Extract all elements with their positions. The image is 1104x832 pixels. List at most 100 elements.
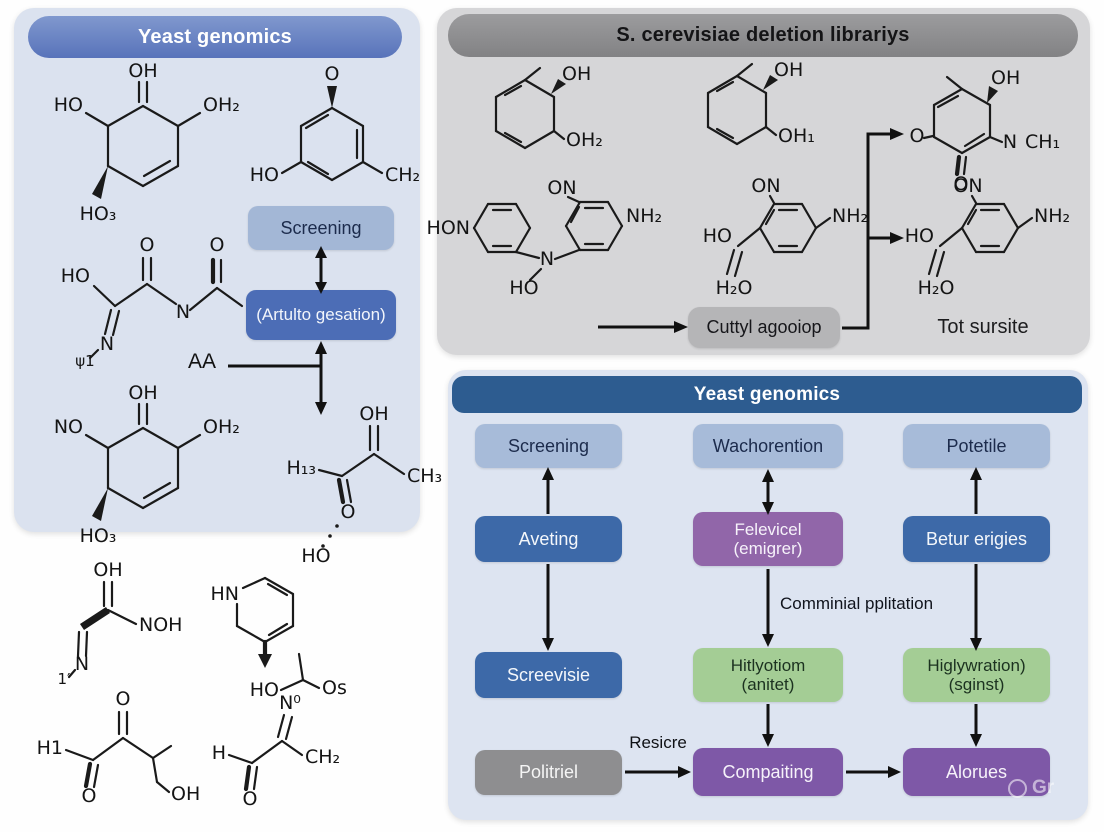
chem-label: OH₂ [566, 129, 603, 151]
chem-label: OH₁ [778, 125, 815, 147]
chem-label: O [954, 173, 969, 195]
chem-label: O [243, 788, 258, 810]
chem-label: HO₃ [80, 525, 117, 547]
chem-label: OH₂ [203, 416, 240, 438]
box-label: Cuttyl agooiop [706, 317, 822, 338]
chem-label: HO [703, 225, 732, 247]
box-label: Compaiting [722, 761, 814, 782]
box-label: Politriel [518, 762, 579, 783]
watermark: Gr [1008, 777, 1054, 799]
chem-label: HON [427, 217, 470, 239]
chem-label: ON [547, 177, 576, 199]
box-aveting: Aveting [475, 516, 622, 562]
box-potetile: Potetile [903, 424, 1050, 468]
box-label: (sginst) [948, 675, 1005, 694]
panel-c-title: Yeast genomics [693, 383, 841, 405]
structure-d1-oxime: OH NOH N 1′ [58, 559, 183, 688]
chem-label: NH₂ [1034, 205, 1070, 227]
structure-b3-ring: OH O O N CH₁ [910, 67, 1061, 195]
chem-label: NOH [139, 614, 182, 636]
chem-label: HO [301, 545, 330, 567]
tot-sursite-label: Tot sursite [937, 316, 1029, 338]
structure-a5-molecule: OH H₁₃ CH₃ O HO [286, 403, 442, 567]
panel-c-header: Yeast genomics [452, 376, 1082, 413]
comminial-label: Comminial pplitation [780, 594, 934, 613]
chem-label: HN [211, 583, 240, 605]
structure-b1-ring: OH OH₂ [494, 63, 603, 151]
chem-label: OH [93, 559, 122, 581]
box-screening-a: Screening [248, 206, 394, 250]
chem-label: CH₃ [407, 465, 442, 487]
box-betur-erigies: Betur erigies [903, 516, 1050, 562]
chem-label: O [82, 785, 97, 807]
panel-a-header: Yeast genomics [28, 16, 402, 58]
box-label: Screening [507, 435, 590, 456]
chem-label: NH₂ [832, 205, 868, 227]
chem-label: OH [128, 382, 157, 404]
box-label: Wachorention [712, 435, 824, 456]
structure-a1-ring: OH HO OH₂ HO₃ [54, 60, 240, 225]
chem-label: N [100, 333, 114, 355]
structure-b4-biring: HON N HO ON NH₂ [427, 177, 663, 299]
chem-label: CH₂ [305, 746, 340, 768]
structure-d3-ketoaldehyde: H1 O O OH [37, 688, 201, 807]
chem-label: HO [905, 225, 934, 247]
panel-a-title: Yeast genomics [138, 25, 292, 48]
watermark-ring-icon [1008, 778, 1027, 798]
box-label: Alorues [945, 761, 1008, 782]
structure-d2-pyridine: HN HO Os [211, 576, 347, 701]
panel-b-title: S. cerevisiae deletion librariys [616, 24, 910, 46]
panel-deletion-libraries [437, 8, 1090, 355]
chem-label: N [1003, 131, 1017, 153]
chem-label: O [325, 63, 340, 85]
structure-a2-ring: O HO CH₂ [250, 63, 420, 186]
structure-b2-ring: OH OH₁ [706, 59, 815, 147]
box-label: Aveting [518, 528, 579, 549]
chem-label: N⁰ [279, 692, 301, 714]
panel-yeast-genomics-left [14, 8, 420, 532]
chem-label: HO [509, 277, 538, 299]
box-label: Higlywration) [927, 655, 1026, 675]
chem-label: CH₁ [1025, 131, 1060, 153]
structure-a4-ring: OH NO OH₂ HO₃ [54, 382, 240, 547]
aa-label: AA [188, 350, 217, 373]
chem-label: N [176, 301, 190, 323]
chem-label: H₂O [716, 277, 753, 299]
box-compaiting: Compaiting [693, 748, 843, 796]
chem-label: H₂O [918, 277, 955, 299]
structure-b6-ring: ON NH₂ HO H₂O [905, 175, 1070, 299]
box-hitlyotiom: Hitlyotiom (anitet) [693, 648, 843, 702]
chem-label: Os [322, 677, 347, 699]
box-label: (Artulto gesation) [256, 305, 386, 325]
chem-label: OH₂ [203, 94, 240, 116]
chem-label: H1 [37, 737, 63, 759]
chem-label: HO [61, 265, 90, 287]
resicre-label: Resicre [629, 733, 687, 752]
chem-label: OH [359, 403, 388, 425]
watermark-text: Gr [1032, 777, 1055, 798]
chem-label: HO₃ [80, 203, 117, 225]
chem-label: O [210, 234, 225, 256]
box-screening-c: Screening [475, 424, 622, 468]
chem-label: HO [250, 164, 279, 186]
structure-b5-ring: ON NH₂ HO H₂O [703, 175, 868, 299]
structure-d4-imine: H O N⁰ CH₂ [212, 692, 340, 810]
box-label: Hitlyotiom [730, 655, 806, 675]
chem-label: NO [54, 416, 83, 438]
chem-label: HO [250, 679, 279, 701]
chem-label: HO [54, 94, 83, 116]
chem-label: OH [991, 67, 1020, 89]
box-wachorention: Wachorention [693, 424, 843, 468]
panel-b-header: S. cerevisiae deletion librariys [448, 14, 1078, 57]
chem-label: OH [562, 63, 591, 85]
box-higlywration: Higlywration) (sginst) [903, 648, 1050, 702]
chem-label: OH [774, 59, 803, 81]
chem-label: ON [953, 175, 982, 197]
chem-label: ψ1 [75, 352, 94, 370]
chem-label: H [212, 742, 226, 764]
box-politriel: Politriel [475, 750, 622, 795]
chem-label: N [540, 248, 554, 270]
box-label: Screevisie [506, 664, 591, 685]
box-label: Potetile [946, 435, 1007, 456]
